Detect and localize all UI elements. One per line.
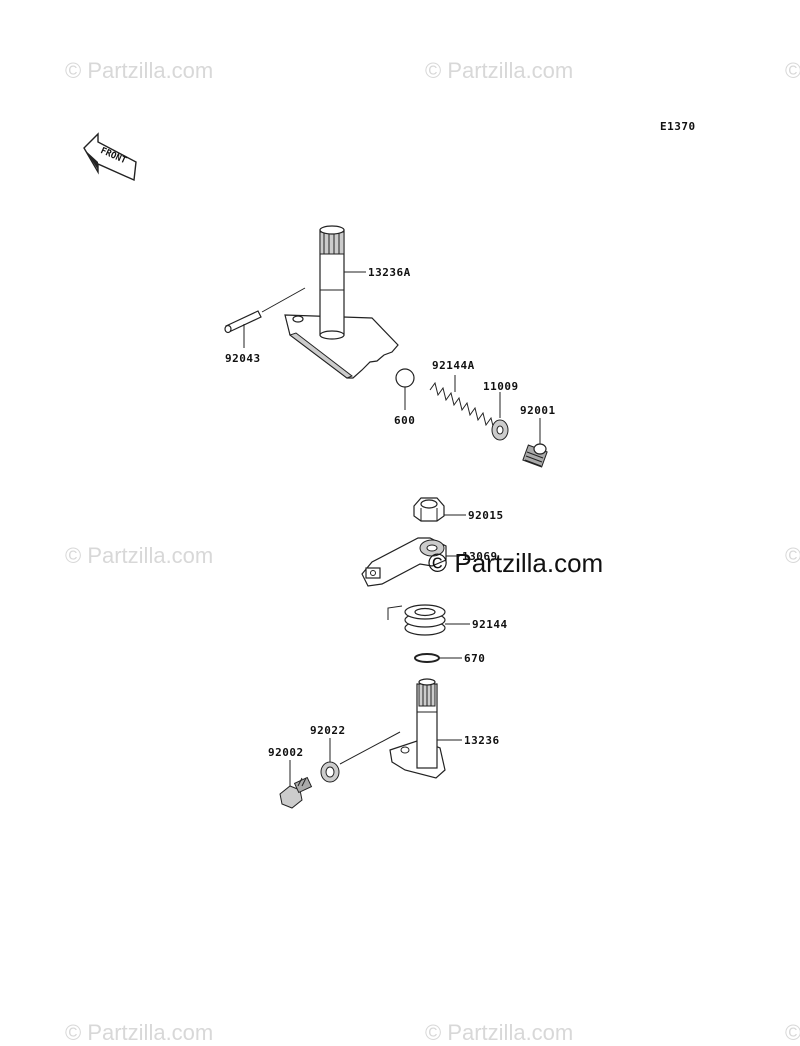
part-label-13236[interactable]: 13236 xyxy=(464,734,500,747)
part-label-92144[interactable]: 92144 xyxy=(472,618,508,631)
part-13069-arm[interactable] xyxy=(361,537,447,587)
part-92043-pin[interactable] xyxy=(224,310,262,334)
part-92015-nut[interactable] xyxy=(413,497,445,522)
part-label-92015[interactable]: 92015 xyxy=(468,509,504,522)
part-13236A-shaft[interactable] xyxy=(284,225,399,379)
watermark: © Partzilla.com xyxy=(65,1020,213,1045)
part-600-ball[interactable] xyxy=(395,368,415,388)
part-label-92043[interactable]: 92043 xyxy=(225,352,261,365)
part-label-670[interactable]: 670 xyxy=(464,652,485,665)
watermark: © Partzilla.com xyxy=(785,58,800,83)
diagram-code: E1370 xyxy=(660,120,696,133)
front-arrow-icon: FRONT xyxy=(83,132,137,182)
watermark: © Partzilla.com xyxy=(785,1020,800,1045)
part-label-600[interactable]: 600 xyxy=(394,414,415,427)
part-670-ring[interactable] xyxy=(414,653,440,663)
part-11009-washer[interactable] xyxy=(491,419,509,441)
watermark: © Partzilla.com xyxy=(65,543,213,568)
part-label-11009[interactable]: 11009 xyxy=(483,380,519,393)
part-label-13069[interactable]: 13069 xyxy=(462,550,498,563)
watermark: © Partzilla.com xyxy=(65,58,213,83)
part-label-92002[interactable]: 92002 xyxy=(268,746,304,759)
part-92144A-spring[interactable] xyxy=(429,381,503,436)
part-92144-spring[interactable] xyxy=(387,604,446,636)
part-92001-plug[interactable] xyxy=(522,443,548,468)
watermark: © Partzilla.com xyxy=(785,543,800,568)
watermark-layer: © Partzilla.com © Partzilla.com © Partzi… xyxy=(65,58,800,1045)
part-label-92001[interactable]: 92001 xyxy=(520,404,556,417)
part-label-92144A[interactable]: 92144A xyxy=(432,359,475,372)
watermark-center: © Partzilla.com xyxy=(428,548,603,578)
part-label-13236A[interactable]: 13236A xyxy=(368,266,411,279)
part-92002-bolt[interactable] xyxy=(279,776,313,809)
watermark: © Partzilla.com xyxy=(425,1020,573,1045)
part-label-92022[interactable]: 92022 xyxy=(310,724,346,737)
part-13236-shaft[interactable] xyxy=(389,678,446,779)
watermark: © Partzilla.com xyxy=(425,58,573,83)
part-92022-washer[interactable] xyxy=(320,761,340,783)
